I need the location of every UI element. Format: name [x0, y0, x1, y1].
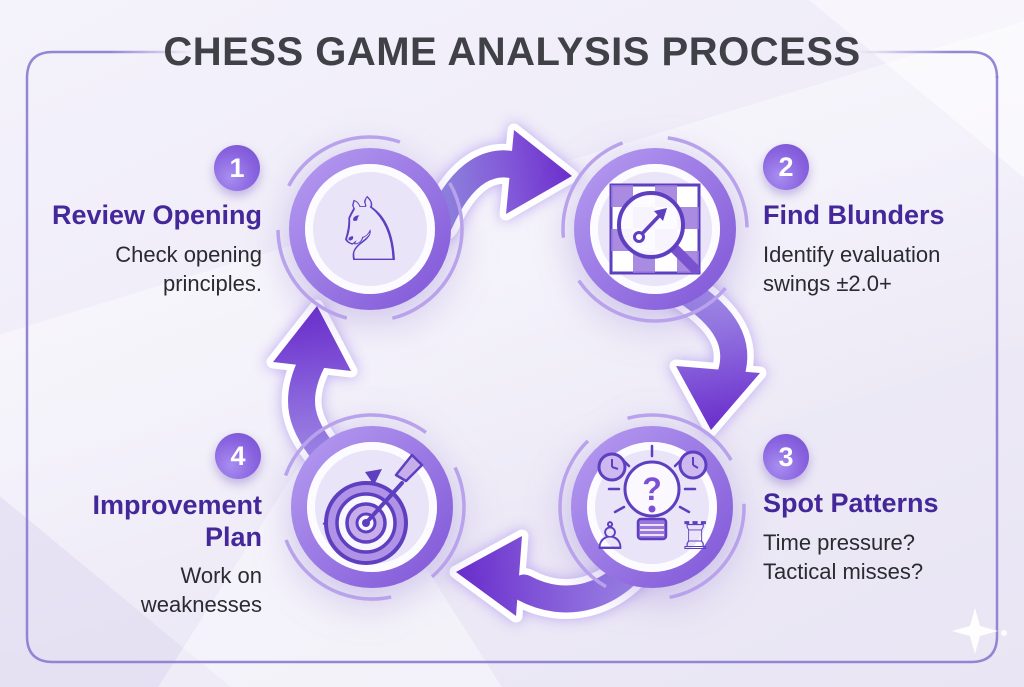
step1-text: Review Opening Check opening principles.: [30, 200, 262, 298]
step1-description: Check opening principles.: [115, 241, 262, 296]
step2-title: Find Blunders: [763, 200, 945, 230]
step1-number-badge: 1: [214, 145, 260, 191]
step3-circle: ? ♙ ♖: [558, 413, 746, 601]
step1-circle: ♘: [276, 135, 464, 323]
decor-arc: [276, 135, 464, 323]
step4-number-badge: 4: [215, 433, 261, 479]
chess-rook-icon: ♖: [678, 514, 712, 558]
lightbulb-question-icon: ? ♙ ♖: [593, 444, 712, 558]
page-title: CHESS GAME ANALYSIS PROCESS: [163, 30, 861, 74]
step3-text: Spot Patterns Time pressure? Tactical mi…: [763, 488, 998, 586]
step2-text: Find Blunders Identify evaluation swings…: [763, 200, 998, 298]
magnifier-chessboard-icon: [609, 183, 701, 275]
step3-description: Time pressure? Tactical misses?: [763, 529, 924, 584]
step4-title: Improvement Plan: [92, 490, 262, 552]
step2-number-badge: 2: [763, 144, 809, 190]
step3-number-badge: 3: [763, 434, 809, 480]
decor-arc: [558, 413, 746, 601]
step3-number: 3: [778, 441, 794, 472]
step2-circle: [561, 135, 749, 323]
step2-description: Identify evaluation swings ±2.0+: [763, 241, 941, 296]
sparkle-dot-icon: [1001, 630, 1007, 636]
step1-title: Review Opening: [51, 200, 262, 230]
step4-text: Improvement Plan Work on weaknesses: [30, 490, 262, 619]
question-mark-glyph: ?: [642, 471, 662, 507]
step4-number: 4: [230, 440, 246, 471]
chess-pawn-icon: ♙: [593, 514, 627, 558]
step2-number: 2: [778, 151, 794, 182]
step1-number: 1: [229, 152, 245, 183]
step4-circle: [278, 413, 466, 601]
step4-description: Work on weaknesses: [140, 563, 262, 618]
step3-title: Spot Patterns: [763, 488, 939, 518]
chess-knight-icon: ♘: [331, 178, 410, 281]
